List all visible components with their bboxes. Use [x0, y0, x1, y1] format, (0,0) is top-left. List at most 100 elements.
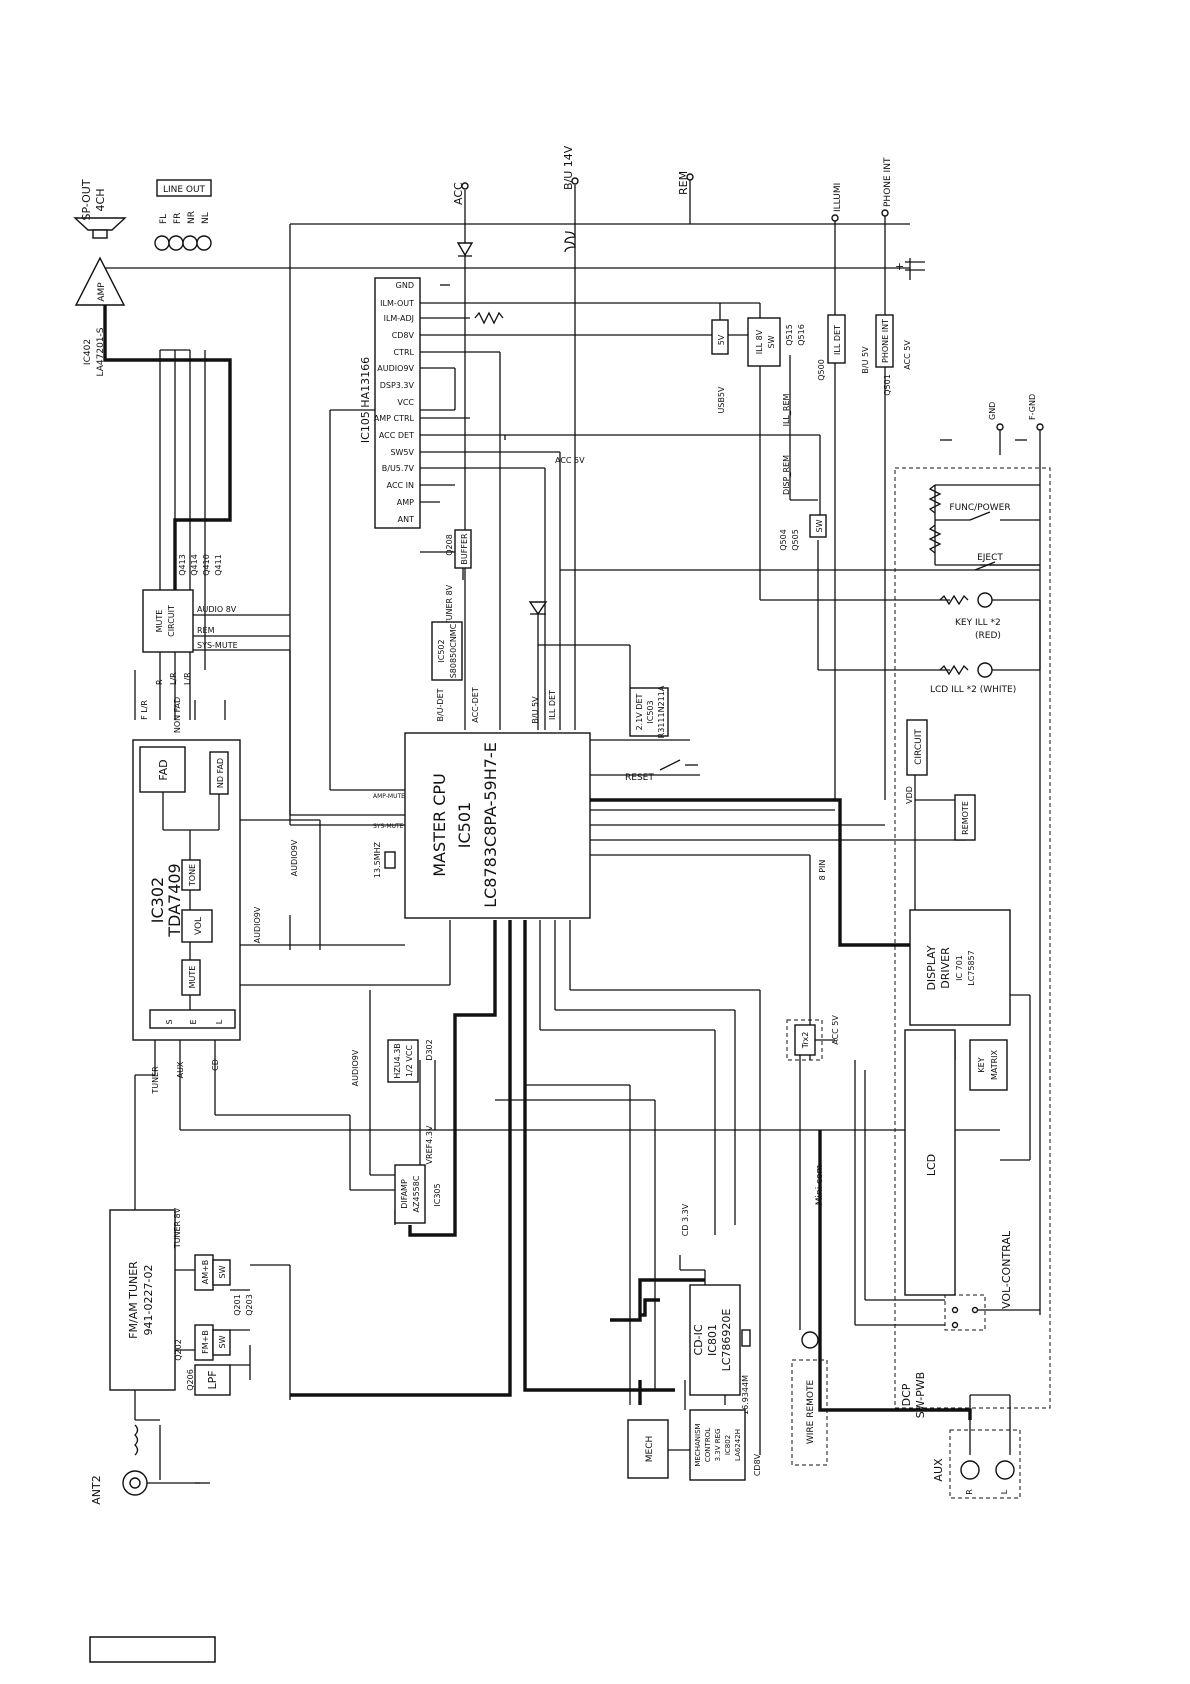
reset-switch[interactable] — [659, 759, 681, 771]
fmb-label: FM+B — [201, 1330, 210, 1354]
line-out-jack-fr — [168, 235, 184, 251]
display-driver-l2: DRIVER — [939, 947, 952, 989]
acc5v-label-2: ACC 5V — [831, 1015, 840, 1045]
func-power-switch[interactable] — [969, 511, 991, 521]
phoneint-q501: Q501 — [883, 374, 892, 396]
illdet-label: ILL DET — [833, 325, 842, 355]
tuner-section: FM/AM TUNER 941-0227-02 TUNER 8V AM+B SW… — [90, 1207, 254, 1504]
ant2-label: ANT2 — [90, 1475, 103, 1504]
lcd-label: LCD — [925, 1154, 938, 1176]
line-out-fl: FL — [159, 214, 169, 224]
ic105-pin-cd8v: CD8V — [392, 331, 415, 340]
lcd-ill-resistor-icon — [939, 664, 969, 676]
ground-plus-icon: + — [895, 260, 904, 273]
aux-r-label: R — [965, 1489, 974, 1495]
difamp-l2: AZ4558C — [412, 1175, 421, 1212]
vref-label: VREF4.3V — [425, 1125, 434, 1164]
aux-l-label: L — [1000, 1489, 1009, 1494]
cpu-reset: RESET — [625, 773, 654, 783]
bu-inductor-icon — [564, 231, 576, 253]
tuner-l2: 941-0227-02 — [142, 1265, 155, 1336]
cpu-bu5v: B/U 5V — [531, 696, 540, 724]
ic105-pin-audio9v: AUDIO9V — [377, 364, 414, 373]
vol-contral-label: VOL-CONTRAL — [1000, 1230, 1013, 1309]
remote-label: REMOTE — [961, 801, 970, 835]
ic105-pin-ant: ANT — [398, 515, 414, 524]
usb5v-label: USB5V — [717, 386, 726, 414]
ic302-ndfad: ND FAD — [216, 758, 225, 788]
ic105-pin-ctrl: CTRL — [394, 348, 415, 357]
line-out-nr: NR — [187, 211, 197, 224]
key-matrix-l2: MATRIX — [990, 1049, 999, 1080]
circuit-label: CIRCUIT — [914, 729, 924, 765]
ic302-name2: TDA7409 — [165, 863, 184, 937]
dcp-sw-pwb-section: GND F-GND FUNC/POWER EJECT KEY ILL *2 (R… — [894, 394, 1051, 1418]
mute-circuit-l2: CIRCUIT — [167, 605, 176, 637]
audio9v-label-2: AUDIO9V — [290, 839, 299, 876]
ill8v-sw: SW — [767, 335, 776, 348]
eject-label: EJECT — [977, 553, 1003, 563]
key-ill-label: KEY ILL *2 — [955, 618, 1001, 628]
tuner-l1: FM/AM TUNER — [127, 1261, 140, 1339]
cd33v-label: CD 3.3V — [681, 1203, 690, 1236]
ill-rem-label: ILL_REM — [782, 394, 791, 427]
lcd-ill-label: LCD ILL *2 (WHITE) — [930, 685, 1016, 695]
mini-com-label: Mini com — [815, 1165, 825, 1206]
footer-label-box — [89, 1636, 216, 1663]
amp-triangle — [74, 256, 126, 306]
cpu-accdet: ACC-DET — [471, 687, 480, 723]
aux-jack-r-icon[interactable] — [960, 1460, 980, 1480]
q202-label: Q202 — [174, 1339, 183, 1361]
ic105-pin-vcc: VCC — [397, 398, 414, 407]
mute-q411: Q411 — [214, 554, 223, 576]
master-cpu-l3: LC8783C8PA-59H7-E — [481, 742, 500, 908]
cd-in-label: CD — [211, 1059, 220, 1071]
mute-q413: Q413 — [178, 554, 187, 576]
ic503-l1: 2.1V DET — [635, 693, 644, 730]
lcd-ill-led-icon — [977, 662, 993, 678]
line-out-jack-fl — [154, 235, 170, 251]
phoneint-acc5v: ACC 5V — [903, 340, 912, 370]
xtal2-label: 16.9344M — [741, 1375, 750, 1415]
lpf-label: LPF — [206, 1370, 219, 1389]
ic302-l: L — [215, 1019, 224, 1024]
illumination-section: 5V USB5V ILL 8V SW Q515 Q516 ILL DET Q50… — [555, 314, 912, 551]
ic302-mute: MUTE — [188, 966, 197, 989]
cpu-xtal: 13.5MHZ — [373, 841, 382, 878]
speaker-amp-section: SP-OUT 4CH AMP IC402 LA47201-S — [73, 179, 127, 376]
ic302-name1: IC302 — [148, 877, 167, 923]
buffer-block: BUFFER Q208 TUNER 8V — [420, 529, 472, 626]
display-driver-l3: IC 701 — [955, 955, 964, 981]
cpu-sysmute: SYS-MUTE — [373, 823, 404, 830]
amb-sw: SW — [218, 1265, 227, 1278]
sp-out-ch: 4CH — [94, 189, 107, 212]
aux-label: AUX — [932, 1458, 945, 1482]
master-cpu-l1: MASTER CPU — [430, 773, 449, 877]
key-matrix-l1: KEY — [977, 1057, 986, 1072]
aux-jack-section: AUX R L — [932, 1429, 1021, 1499]
hzu-d302: D302 — [425, 1039, 434, 1060]
q504-sw-label: SW — [815, 519, 824, 532]
q203-label: Q203 — [245, 1294, 254, 1316]
ic503-l2: IC503 — [646, 700, 655, 723]
cpu-ampmute: AMP-MUTE — [373, 793, 405, 800]
phoneint-bu5v: B/U 5V — [861, 346, 870, 374]
line-out-title: LINE OUT — [163, 185, 206, 195]
bu14v-terminal-label: B/U 14V — [562, 145, 575, 190]
hzu-l1: HZU4.3B — [393, 1043, 402, 1079]
ant-inductor-icon — [134, 1424, 139, 1456]
mute-audio8v: AUDIO 8V — [197, 605, 237, 614]
ic502-l1: IC502 — [437, 639, 446, 662]
dcp-label: DCP — [900, 1383, 913, 1406]
wire-remote-jack-icon[interactable] — [801, 1331, 819, 1349]
eject-switch[interactable] — [974, 561, 996, 571]
tuner-in-label: TUNER — [151, 1066, 160, 1095]
audio9v-label-1: AUDIO9V — [253, 906, 262, 943]
mech-ctrl-l5: LA6242H — [734, 1429, 742, 1461]
mech-ctrl-l2: CONTROL — [704, 1428, 712, 1462]
trx2-label: Trx2 — [801, 1032, 810, 1050]
aux-jack-l-icon[interactable] — [995, 1460, 1015, 1480]
line-out-jack-nr — [182, 235, 198, 251]
ic105-name: IC105 HA13166 — [359, 357, 372, 443]
q504-label: Q504 — [779, 529, 788, 551]
